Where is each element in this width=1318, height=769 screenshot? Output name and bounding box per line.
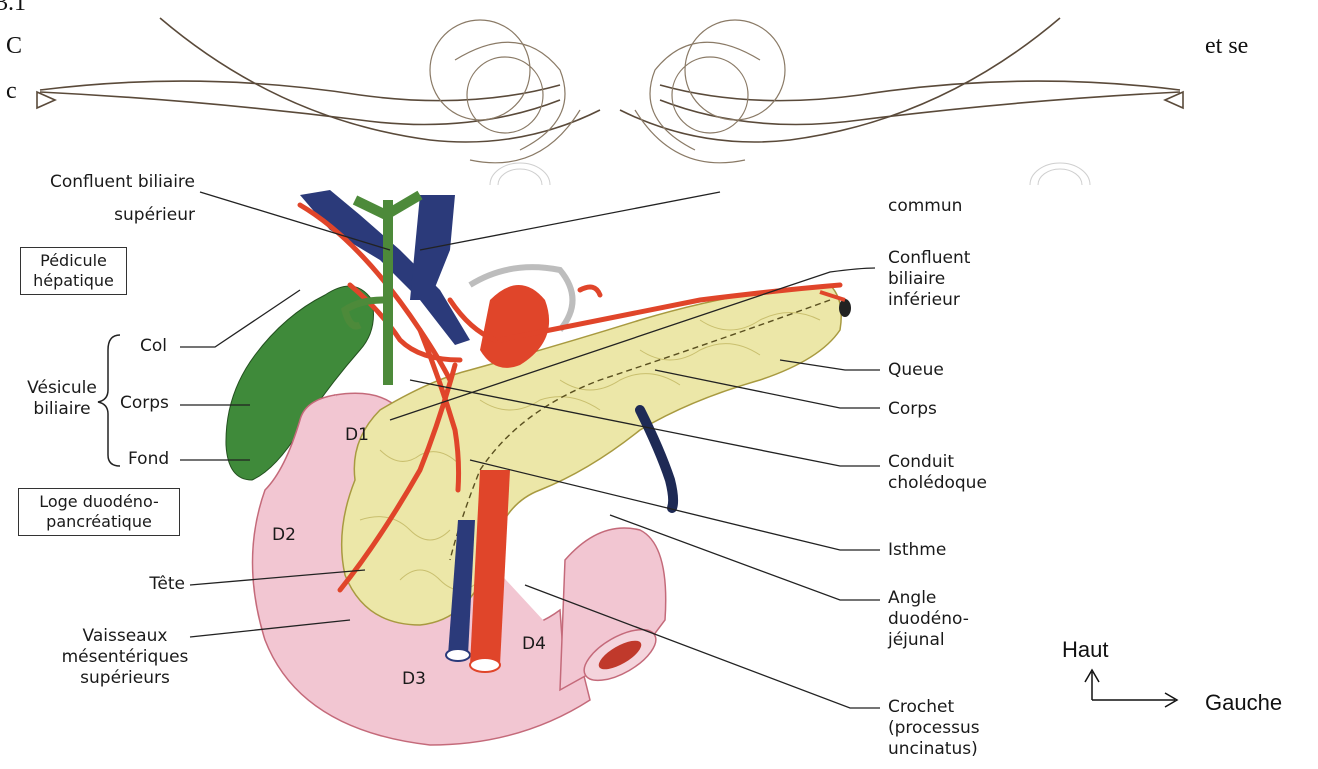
label-queue: Queue (888, 360, 944, 381)
label-isthme: Isthme (888, 540, 946, 561)
vaisseaux-line2: mésentériques (60, 647, 190, 668)
label-col: Col (140, 336, 167, 357)
angle-line1: Angle (888, 588, 969, 609)
vesicule-line2: biliaire (22, 399, 102, 420)
label-confluent-biliaire-superieur: Confluent biliaire (10, 172, 195, 196)
loge-line1: Loge duodéno- (24, 492, 174, 512)
angle-line2: duodéno- (888, 609, 969, 630)
box-pedicule-hepatique: Pédicule hépatique (20, 247, 127, 295)
confluent-inf-line2: biliaire (888, 269, 970, 290)
ornament-flourish (30, 0, 1190, 190)
crochet-line3: uncinatus) (888, 739, 980, 760)
segment-d4: D4 (522, 634, 546, 654)
angle-line3: jéjunal (888, 630, 969, 651)
label-superieur: supérieur (40, 205, 195, 226)
vesicule-line1: Vésicule (22, 378, 102, 399)
label-corps-pancreas: Corps (888, 399, 937, 420)
confluent-inf-line1: Confluent (888, 248, 970, 269)
vaisseaux-line3: supérieurs (60, 668, 190, 689)
pedicule-line2: hépatique (26, 271, 121, 291)
choledoque-line1: Conduit (888, 452, 987, 473)
choledoque-line2: cholédoque (888, 473, 987, 494)
vaisseaux-line1: Vaisseaux (60, 626, 190, 647)
label-commun: commun (888, 196, 962, 217)
confluent-sup-text: Confluent biliaire (50, 172, 195, 192)
segment-d3: D3 (402, 669, 426, 689)
orientation-gauche: Gauche (1205, 690, 1282, 716)
label-confluent-biliaire-inferieur: Confluent biliaire inférieur (888, 248, 970, 311)
label-corps-vesicule: Corps (120, 393, 169, 414)
loge-line2: pancréatique (24, 512, 174, 532)
label-fond: Fond (128, 449, 169, 470)
pedicule-line1: Pédicule (26, 251, 121, 271)
orientation-haut: Haut (1062, 637, 1108, 663)
crochet-line1: Crochet (888, 697, 980, 718)
label-crochet: Crochet (processus uncinatus) (888, 697, 980, 760)
box-loge-duodeno-pancreatique: Loge duodéno- pancréatique (18, 488, 180, 536)
label-angle-duodeno-jejunal: Angle duodéno- jéjunal (888, 588, 969, 651)
segment-d2: D2 (272, 525, 296, 545)
label-vesicule-biliaire: Vésicule biliaire (22, 378, 102, 420)
orientation-arrows (1085, 670, 1177, 707)
confluent-inf-line3: inférieur (888, 290, 970, 311)
label-conduit-choledoque: Conduit cholédoque (888, 452, 987, 494)
label-tete: Tête (80, 574, 185, 595)
crochet-line2: (processus (888, 718, 980, 739)
segment-d1: D1 (345, 425, 369, 445)
label-vaisseaux-mesenteriques: Vaisseaux mésentériques supérieurs (60, 626, 190, 689)
